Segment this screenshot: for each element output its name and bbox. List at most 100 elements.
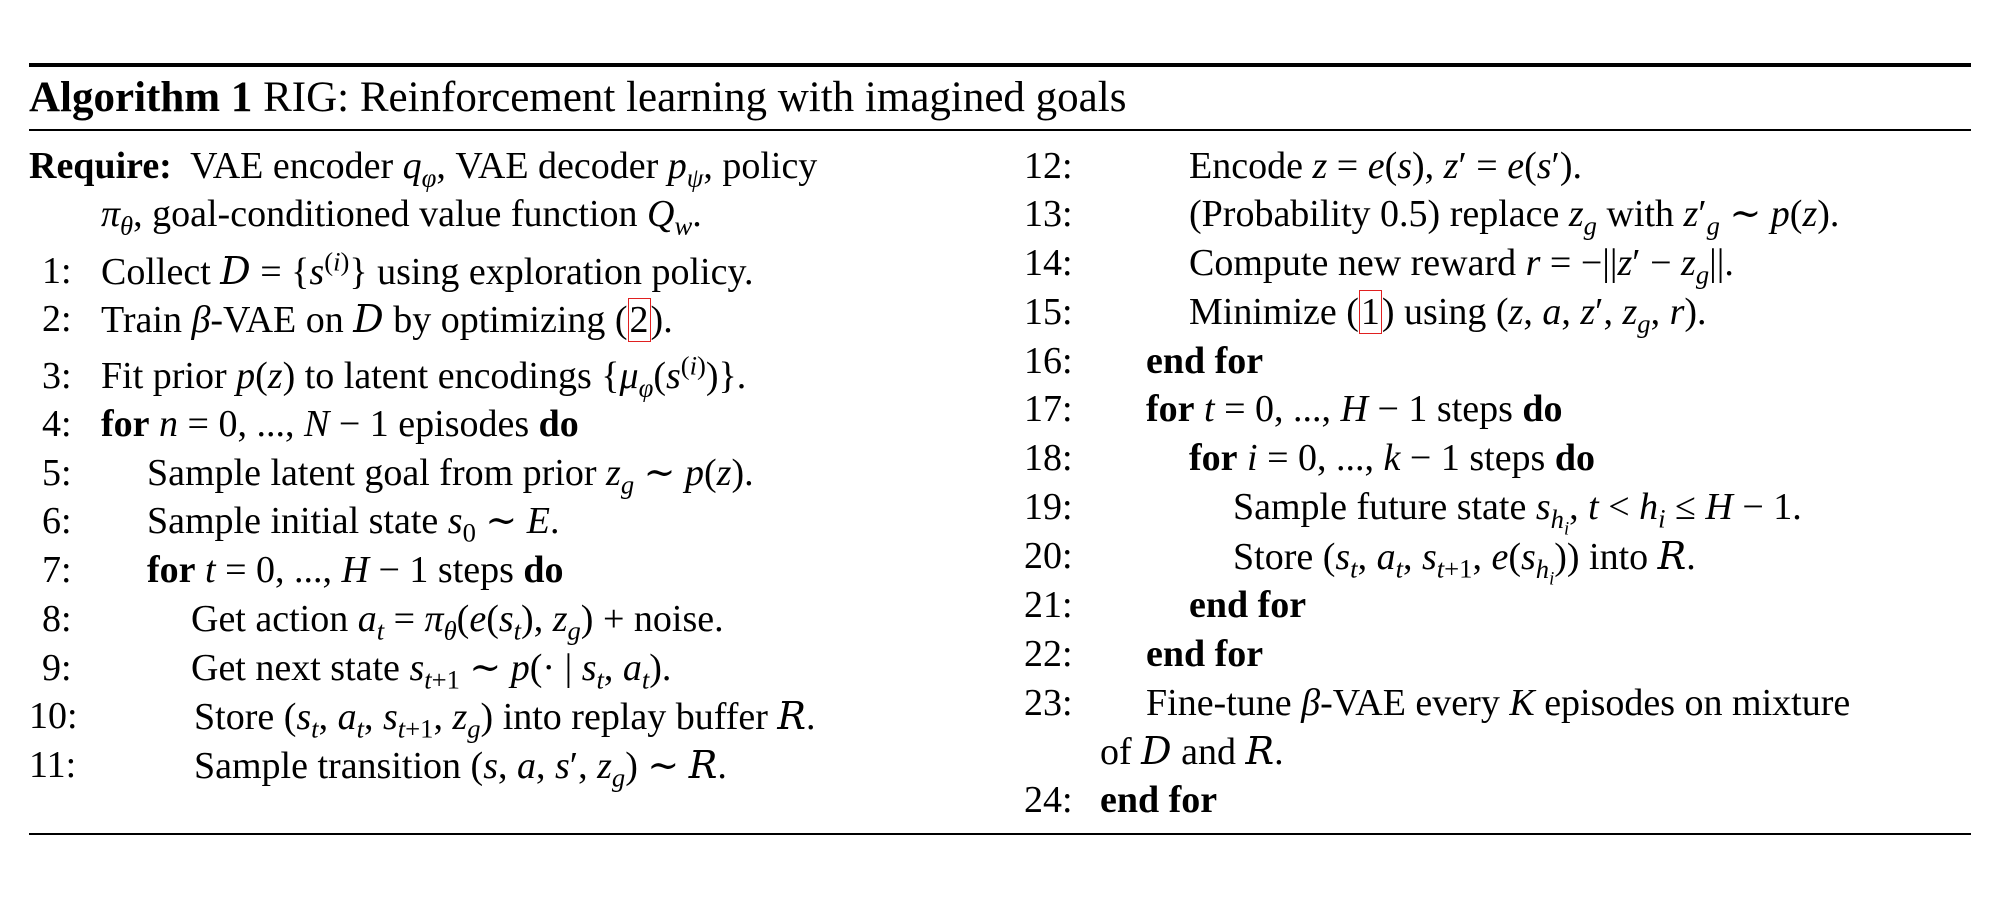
- line-number-14: 14:: [1024, 242, 1073, 284]
- step-9-text-a: Get next state: [191, 647, 400, 689]
- step-3-text-b: to latent encodings: [304, 355, 592, 397]
- step-7-do-keyword: do: [523, 549, 564, 591]
- require-text-1: VAE encoder: [190, 145, 394, 187]
- step-2-text-c: by optimizing (: [393, 299, 628, 341]
- step-19: Sample future state shi, t < hi ≤ H − 1.: [1233, 486, 1802, 539]
- step-23-text-d: of: [1100, 731, 1132, 773]
- line-number-16: 16:: [1024, 340, 1073, 382]
- line-number-15: 15:: [1024, 291, 1073, 333]
- line-number-24: 24:: [1024, 779, 1073, 821]
- require-text-3: , policy: [703, 145, 818, 187]
- line-number-13: 13:: [1024, 193, 1073, 235]
- step-12: Encode z = e(s), z′ = e(s′).: [1189, 145, 1583, 187]
- line-number-23: 23:: [1024, 682, 1073, 724]
- header-rule: [29, 129, 1971, 131]
- step-22-end-for: end for: [1146, 633, 1264, 675]
- step-20-text-b: into: [1589, 536, 1649, 578]
- step-8: Get action at = πθ(e(st), zg) + noise.: [191, 598, 724, 646]
- step-1: Collect D = {s(i)} using exploration pol…: [101, 246, 754, 293]
- step-17-do-keyword: do: [1522, 388, 1563, 430]
- step-15-text-b: ) using: [1381, 291, 1487, 333]
- step-1-text-a: Collect: [101, 251, 211, 293]
- step-18-for-keyword: for: [1189, 437, 1238, 479]
- step-10-text-b: into replay buffer: [502, 696, 768, 738]
- step-5-text-a: Sample latent goal from prior: [147, 452, 597, 494]
- step-11: Sample transition (s, a, s′, zg) ∼ R.: [194, 743, 727, 793]
- require-keyword: Require:: [29, 145, 172, 187]
- line-number-2: 2:: [42, 298, 72, 340]
- step-1-text-b: using exploration policy.: [377, 251, 754, 293]
- line-number-6: 6:: [42, 500, 72, 542]
- step-11-text-a: Sample transition: [194, 745, 462, 787]
- step-7-text-b: steps: [437, 549, 514, 591]
- step-15: Minimize (1) using (z, a, z′, zg, r).: [1189, 290, 1707, 339]
- line-number-19: 19:: [1024, 486, 1073, 528]
- step-19-text-a: Sample future state: [1233, 486, 1527, 528]
- step-16-end-for: end for: [1146, 340, 1264, 382]
- line-number-8: 8:: [42, 598, 72, 640]
- line-number-18: 18:: [1024, 437, 1073, 479]
- step-23-text-a: Fine-tune: [1146, 682, 1292, 724]
- step-3-text-a: Fit prior: [101, 355, 227, 397]
- line-number-7: 7:: [42, 549, 72, 591]
- step-23-text-b: -VAE every: [1320, 682, 1500, 724]
- step-7: for t = 0, ..., H − 1 steps do: [147, 549, 564, 591]
- algorithm-title: Algorithm 1 RIG: Reinforcement learning …: [29, 70, 1126, 126]
- line-number-1: 1:: [42, 250, 72, 292]
- algorithm-label: Algorithm 1: [29, 74, 253, 121]
- line-number-4: 4:: [42, 403, 72, 445]
- bottom-rule: [29, 833, 1971, 835]
- step-10: Store (st, at, st+1, zg) into replay buf…: [194, 694, 816, 744]
- step-2-text-b: -VAE on: [210, 299, 344, 341]
- step-15-text-a: Minimize (: [1189, 291, 1359, 333]
- step-2-text-a: Train: [101, 299, 182, 341]
- line-number-3: 3:: [42, 355, 72, 397]
- step-6: Sample initial state s0 ∼ E.: [147, 500, 560, 548]
- step-23-text-e: and: [1181, 731, 1236, 773]
- step-9: Get next state st+1 ∼ p(· | st, at).: [191, 647, 672, 695]
- line-number-17: 17:: [1024, 388, 1073, 430]
- line-number-20: 20:: [1024, 535, 1073, 577]
- step-18-text-b: steps: [1469, 437, 1546, 479]
- step-14-text-a: Compute new reward: [1189, 242, 1517, 284]
- step-5: Sample latent goal from prior zg ∼ p(z).: [147, 452, 754, 500]
- step-10-text-a: Store: [194, 696, 275, 738]
- step-14: Compute new reward r = −||z′ − zg||.: [1189, 242, 1734, 290]
- step-24-end-for: end for: [1100, 779, 1218, 821]
- step-4-for-keyword: for: [101, 403, 150, 445]
- line-number-5: 5:: [42, 452, 72, 494]
- step-12-text-a: Encode: [1189, 145, 1303, 187]
- step-20-text-a: Store: [1233, 536, 1314, 578]
- step-7-for-keyword: for: [147, 549, 196, 591]
- step-13-text-b: with: [1606, 193, 1675, 235]
- line-number-10: 10:: [29, 695, 78, 737]
- step-18-do-keyword: do: [1554, 437, 1595, 479]
- step-17: for t = 0, ..., H − 1 steps do: [1146, 388, 1563, 430]
- top-rule: [29, 63, 1971, 67]
- require-line-2: πθ, goal-conditioned value function Qw.: [101, 193, 702, 241]
- algorithm-name: RIG: Reinforcement learning with imagine…: [263, 74, 1127, 121]
- step-21-end-for: end for: [1189, 584, 1307, 626]
- step-4-do-keyword: do: [538, 403, 579, 445]
- equation-reference-2[interactable]: 2: [627, 298, 651, 342]
- step-18: for i = 0, ..., k − 1 steps do: [1189, 437, 1595, 479]
- line-number-9: 9:: [42, 647, 72, 689]
- step-13: (Probability 0.5) replace zg with z′g ∼ …: [1189, 193, 1840, 241]
- step-17-for-keyword: for: [1146, 388, 1195, 430]
- step-2-text-d: ).: [650, 299, 673, 341]
- step-23-line-2: of D and R.: [1100, 729, 1284, 773]
- line-number-22: 22:: [1024, 633, 1073, 675]
- step-23-text-c: episodes on mixture: [1544, 682, 1851, 724]
- require-text-4: , goal-conditioned value function: [133, 193, 638, 235]
- step-8-text-b: + noise.: [602, 598, 724, 640]
- line-number-21: 21:: [1024, 584, 1073, 626]
- step-8-text-a: Get action: [191, 598, 349, 640]
- step-13-text-a: (Probability 0.5) replace: [1189, 193, 1560, 235]
- step-3: Fit prior p(z) to latent encodings {μφ(s…: [101, 350, 747, 403]
- line-number-12: 12:: [1024, 145, 1073, 187]
- step-17-text-b: steps: [1436, 388, 1513, 430]
- step-2: Train β-VAE on D by optimizing (2).: [101, 297, 673, 342]
- equation-reference-1[interactable]: 1: [1358, 290, 1382, 334]
- require-text-2: , VAE decoder: [436, 145, 659, 187]
- step-4: for n = 0, ..., N − 1 episodes do: [101, 403, 579, 445]
